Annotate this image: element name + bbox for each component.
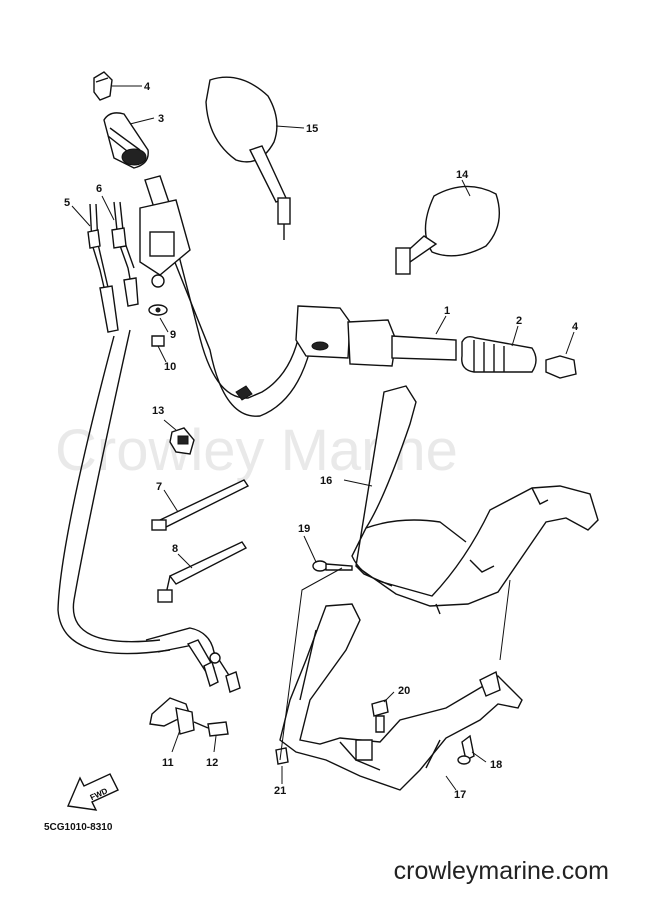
label-part-21: 21 — [274, 785, 286, 797]
mirror-left — [205, 76, 291, 240]
label-part-5: 5 — [64, 197, 70, 209]
label-part-15: 15 — [306, 123, 318, 135]
diagram-code: 5CG1010-8310 — [44, 822, 113, 833]
label-part-8: 8 — [172, 543, 178, 555]
label-part-10: 10 — [164, 361, 176, 373]
label-part-17: 17 — [454, 789, 466, 801]
label-part-4: 4 — [144, 81, 151, 93]
right-switch-assembly — [295, 305, 577, 379]
front-cover — [351, 385, 599, 615]
label-part-13: 13 — [152, 405, 164, 417]
label-part-4-right: 4 — [572, 321, 579, 333]
label-part-19: 19 — [298, 523, 310, 535]
washer-and-bolt — [148, 304, 168, 347]
label-part-18: 18 — [490, 759, 502, 771]
screw-19 — [312, 560, 353, 572]
handlebar — [139, 175, 311, 417]
footer-site[interactable]: crowleymarine.com — [393, 857, 609, 885]
mirror-right — [395, 185, 500, 275]
label-part-7: 7 — [156, 481, 162, 493]
cable-tie-7 — [151, 479, 250, 531]
bolt-20 — [371, 699, 389, 733]
label-part-11: 11 — [162, 757, 174, 769]
bracket-and-bolt — [149, 697, 229, 737]
label-part-20: 20 — [398, 685, 410, 697]
fwd-arrow-icon: FWD — [66, 773, 119, 811]
label-part-9: 9 — [170, 329, 176, 341]
screw-18 — [457, 734, 475, 765]
cable-tie-8 — [157, 541, 248, 603]
assembly-guides — [279, 567, 511, 761]
label-part-12: 12 — [206, 757, 218, 769]
label-part-14: 14 — [456, 169, 469, 181]
label-part-1: 1 — [444, 305, 450, 317]
throttle-cables — [57, 201, 171, 655]
cable-clamp — [169, 427, 195, 455]
label-part-2: 2 — [516, 315, 522, 327]
throttle-grip — [103, 112, 149, 169]
clip-21 — [275, 747, 289, 765]
grip-end-top — [93, 71, 113, 101]
label-part-6: 6 — [96, 183, 102, 195]
cable-ends — [145, 627, 241, 693]
part-labels: 4 3 5 6 9 10 13 7 8 11 12 15 14 1 2 4 16… — [64, 81, 579, 801]
label-part-3: 3 — [158, 113, 164, 125]
label-part-16: 16 — [320, 475, 332, 487]
leader-lines — [71, 85, 575, 791]
lower-cover — [279, 603, 523, 791]
